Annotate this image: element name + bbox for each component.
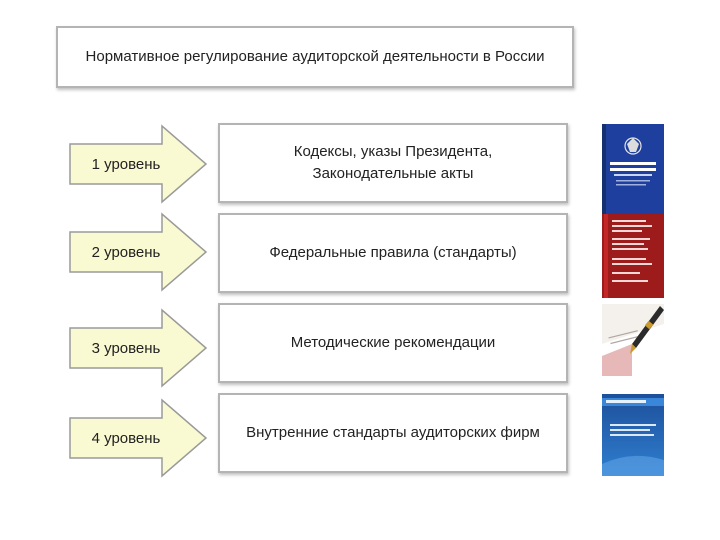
level-2-arrow: 2 уровень <box>64 212 214 292</box>
book-cover-blue-icon <box>602 124 664 214</box>
arrow-shape-icon <box>69 124 208 204</box>
level-4-label: 4 уровень <box>91 429 161 447</box>
level-3-text: Методические рекомендации <box>290 334 496 351</box>
level-4-box: Внутренние стандарты аудиторских фирм <box>218 393 568 473</box>
pen-signing-icon <box>602 304 664 376</box>
level-2-label: 2 уровень <box>91 243 161 261</box>
level-2-box: Федеральные правила (стандарты) <box>218 213 568 293</box>
title-box: Нормативное регулирование аудиторской де… <box>56 26 574 88</box>
level-3-box: Методические рекомендации <box>218 303 568 383</box>
document-red-icon <box>602 214 664 298</box>
level-1-text: Кодексы, указы Президента, Законодательн… <box>293 143 493 182</box>
level-1-label: 1 уровень <box>91 155 161 173</box>
book-cover-blue-light-icon <box>602 394 664 476</box>
level-1-box: Кодексы, указы Президента, Законодательн… <box>218 123 568 203</box>
level-2-text: Федеральные правила (стандарты) <box>269 244 517 261</box>
arrow-shape-icon <box>69 212 208 292</box>
page-title: Нормативное регулирование аудиторской де… <box>85 48 545 65</box>
level-4-text: Внутренние стандарты аудиторских фирм <box>246 424 540 441</box>
level-1-arrow: 1 уровень <box>64 124 214 204</box>
level-3-label: 3 уровень <box>91 339 161 357</box>
arrow-shape-icon <box>69 398 208 478</box>
level-3-arrow: 3 уровень <box>64 308 214 388</box>
arrow-shape-icon <box>69 308 208 388</box>
level-4-arrow: 4 уровень <box>64 398 214 478</box>
